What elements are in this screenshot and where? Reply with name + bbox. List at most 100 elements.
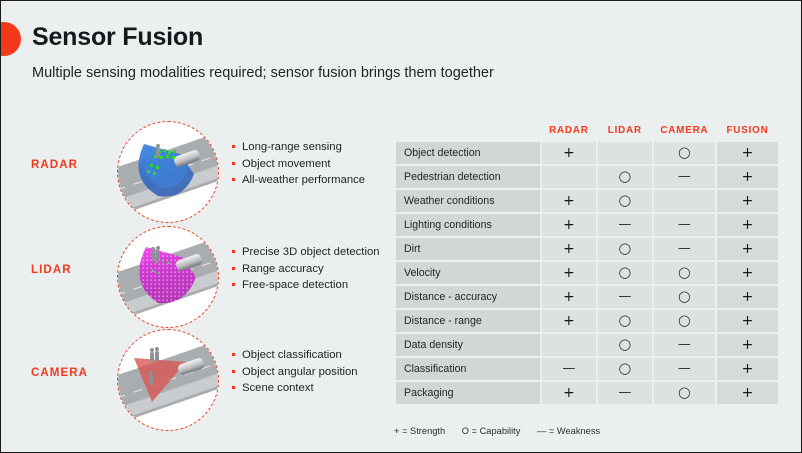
cell-camera: ◯ xyxy=(653,142,716,164)
capability-symbol: ◯ xyxy=(618,242,632,255)
cell-camera: ◯ xyxy=(653,310,716,332)
cell-radar: + xyxy=(541,286,596,308)
cell-radar: — xyxy=(541,358,596,380)
bullet-item: Object classification xyxy=(231,347,416,364)
cell-lidar: ◯ xyxy=(597,358,652,380)
row-label: Lighting conditions xyxy=(396,214,540,236)
strength-symbol: + xyxy=(741,361,754,377)
strength-symbol: + xyxy=(741,265,754,281)
row-label: Distance - range xyxy=(396,310,540,332)
cell-lidar: ◯ xyxy=(597,190,652,212)
strength-symbol: + xyxy=(563,265,575,281)
pedestrian-marker xyxy=(155,347,159,361)
camera-bullet-list: Object classification Object angular pos… xyxy=(231,347,416,397)
lidar-pointcloud-thumbnail xyxy=(117,226,219,328)
capability-symbol: ◯ xyxy=(618,338,632,351)
strength-symbol: + xyxy=(563,145,575,161)
camera-fov-icon xyxy=(134,358,186,402)
bullet-item: Free-space detection xyxy=(231,277,416,294)
cell-radar: + xyxy=(541,310,596,332)
table-row: Distance - range + ◯ ◯ + xyxy=(396,310,778,332)
strength-symbol: + xyxy=(741,193,754,209)
capability-matrix: RADAR LIDAR CAMERA FUSION Object detecti… xyxy=(394,123,780,406)
table-body: Object detection+◯+Pedestrian detection◯… xyxy=(396,142,778,404)
table-row: Packaging + — ◯ + xyxy=(396,382,778,404)
row-label: Object detection xyxy=(396,142,540,164)
weakness-symbol: — xyxy=(618,289,632,304)
column-header-camera: CAMERA xyxy=(660,125,709,136)
page-title: Sensor Fusion xyxy=(32,23,204,51)
cell-fusion: + xyxy=(717,262,778,284)
cell-radar: + xyxy=(541,214,596,236)
bullet-item: Object movement xyxy=(231,156,416,173)
cell-lidar: — xyxy=(597,382,652,404)
row-label: Data density xyxy=(396,334,540,356)
weakness-symbol: — xyxy=(618,217,632,232)
table-row: Pedestrian detection ◯ — + xyxy=(396,166,778,188)
cell-camera: — xyxy=(653,166,716,188)
bullet-item: Object angular position xyxy=(231,364,416,381)
capability-symbol: ◯ xyxy=(618,194,632,207)
matrix-legend: + = Strength O = Capability — = Weakness xyxy=(394,426,614,436)
cell-camera xyxy=(653,190,716,212)
cell-radar: + xyxy=(541,262,596,284)
capability-symbol: ◯ xyxy=(618,170,632,183)
radar-bullet-list: Long-range sensing Object movement All-w… xyxy=(231,139,416,189)
cell-fusion: + xyxy=(717,334,778,356)
page-subtitle: Multiple sensing modalities required; se… xyxy=(32,65,494,81)
bullet-item: Precise 3D object detection xyxy=(231,244,416,261)
capability-table: RADAR LIDAR CAMERA FUSION Object detecti… xyxy=(394,123,780,406)
radar-cone-thumbnail xyxy=(117,121,219,223)
strength-symbol: + xyxy=(741,169,754,185)
cell-radar: + xyxy=(541,190,596,212)
bullet-item: All-weather performance xyxy=(231,172,416,189)
sensor-label-radar: RADAR xyxy=(31,159,79,171)
bullet-item: Scene context xyxy=(231,380,416,397)
camera-fov-thumbnail xyxy=(117,329,219,431)
bullet-item: Long-range sensing xyxy=(231,139,416,156)
cell-camera: ◯ xyxy=(653,382,716,404)
sensor-label-lidar: LIDAR xyxy=(31,264,72,276)
cell-lidar xyxy=(597,142,652,164)
weakness-symbol: — xyxy=(618,385,632,400)
row-label: Velocity xyxy=(396,262,540,284)
cell-camera: ◯ xyxy=(653,262,716,284)
column-header-lidar: LIDAR xyxy=(607,125,642,136)
cell-lidar: ◯ xyxy=(597,238,652,260)
table-row: Data density ◯ — + xyxy=(396,334,778,356)
strength-symbol: + xyxy=(741,313,754,329)
cell-fusion: + xyxy=(717,190,778,212)
cell-lidar: ◯ xyxy=(597,166,652,188)
row-label: Distance - accuracy xyxy=(396,286,540,308)
row-label: Weather conditions xyxy=(396,190,540,212)
row-label: Packaging xyxy=(396,382,540,404)
cell-radar: + xyxy=(541,382,596,404)
table-header: RADAR LIDAR CAMERA FUSION xyxy=(396,125,778,140)
sensor-block-lidar: LIDAR xyxy=(25,226,385,328)
cell-lidar: ◯ xyxy=(597,310,652,332)
capability-symbol: ◯ xyxy=(618,314,632,327)
capability-symbol: ◯ xyxy=(678,146,691,159)
weakness-symbol: — xyxy=(677,337,691,352)
bullet-item: Range accuracy xyxy=(231,261,416,278)
column-header-feature xyxy=(396,125,540,140)
cell-lidar: ◯ xyxy=(597,334,652,356)
sensor-block-camera: CAMERA Object classification Object angu… xyxy=(25,329,385,431)
strength-symbol: + xyxy=(741,289,754,305)
pedestrian-marker xyxy=(151,247,155,261)
cell-fusion: + xyxy=(717,358,778,380)
cell-lidar: — xyxy=(597,286,652,308)
strength-symbol: + xyxy=(563,313,575,329)
capability-symbol: ◯ xyxy=(678,314,691,327)
cell-camera: — xyxy=(653,334,716,356)
strength-symbol: + xyxy=(741,385,754,401)
cell-camera: — xyxy=(653,214,716,236)
cell-camera: ◯ xyxy=(653,286,716,308)
strength-symbol: + xyxy=(563,217,575,233)
row-label: Pedestrian detection xyxy=(396,166,540,188)
cell-fusion: + xyxy=(717,214,778,236)
strength-symbol: + xyxy=(563,385,575,401)
cell-fusion: + xyxy=(717,238,778,260)
weakness-symbol: — xyxy=(677,361,691,376)
weakness-symbol: — xyxy=(677,241,691,256)
